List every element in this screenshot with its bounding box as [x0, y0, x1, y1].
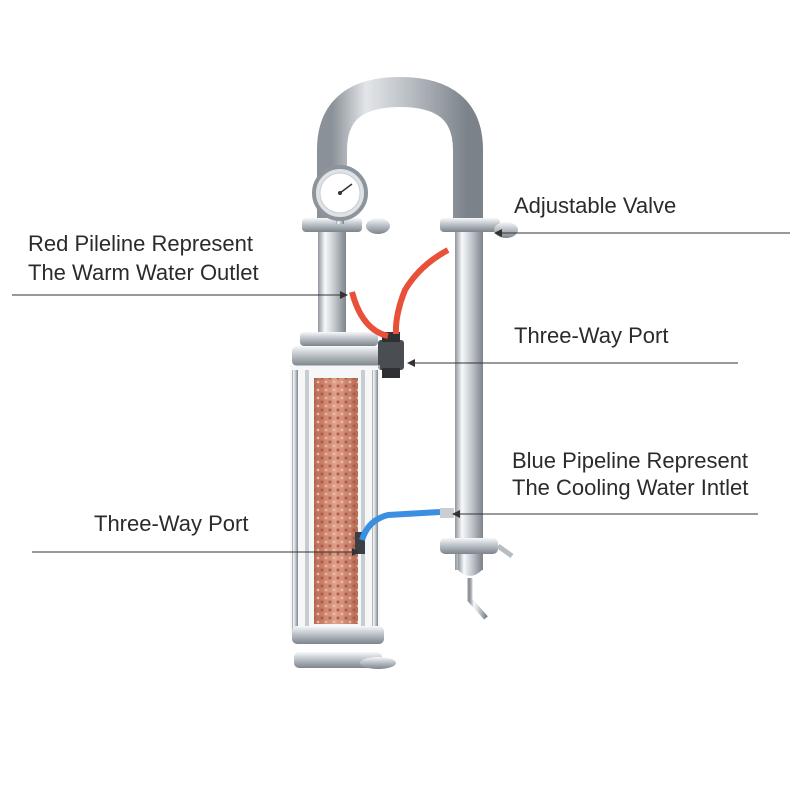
- label-three-way-port-bottom: Three-Way Port: [94, 511, 249, 536]
- left-upper-tube: [318, 225, 346, 340]
- label-adjustable-valve: Adjustable Valve: [514, 193, 677, 218]
- three-way-port-bottom: [355, 532, 365, 554]
- left-top-clamp: [302, 218, 362, 232]
- label-three-way-port-top: Three-Way Port: [514, 323, 669, 348]
- spout: [467, 578, 488, 620]
- label-red-pipeline-line1: Red Pileline Represent: [28, 231, 254, 256]
- label-blue-pipeline-line2: The Cooling Water Intlet: [512, 475, 749, 500]
- label-blue-pipeline-line1: Blue Pipeline Represent: [512, 448, 749, 473]
- right-condenser-tube: [455, 225, 483, 570]
- red-warm-pipe-1: [349, 291, 389, 339]
- three-way-port-top: [378, 340, 404, 370]
- u-bend-pipe: [317, 76, 483, 230]
- red-warm-pipe-2: [392, 247, 450, 335]
- blue-cooling-pipe: [359, 509, 441, 541]
- adjustable-valve-knob: [494, 222, 518, 238]
- right-top-clamp: [440, 218, 500, 232]
- label-red-pipeline-line2: The Warm Water Outlet: [28, 260, 259, 285]
